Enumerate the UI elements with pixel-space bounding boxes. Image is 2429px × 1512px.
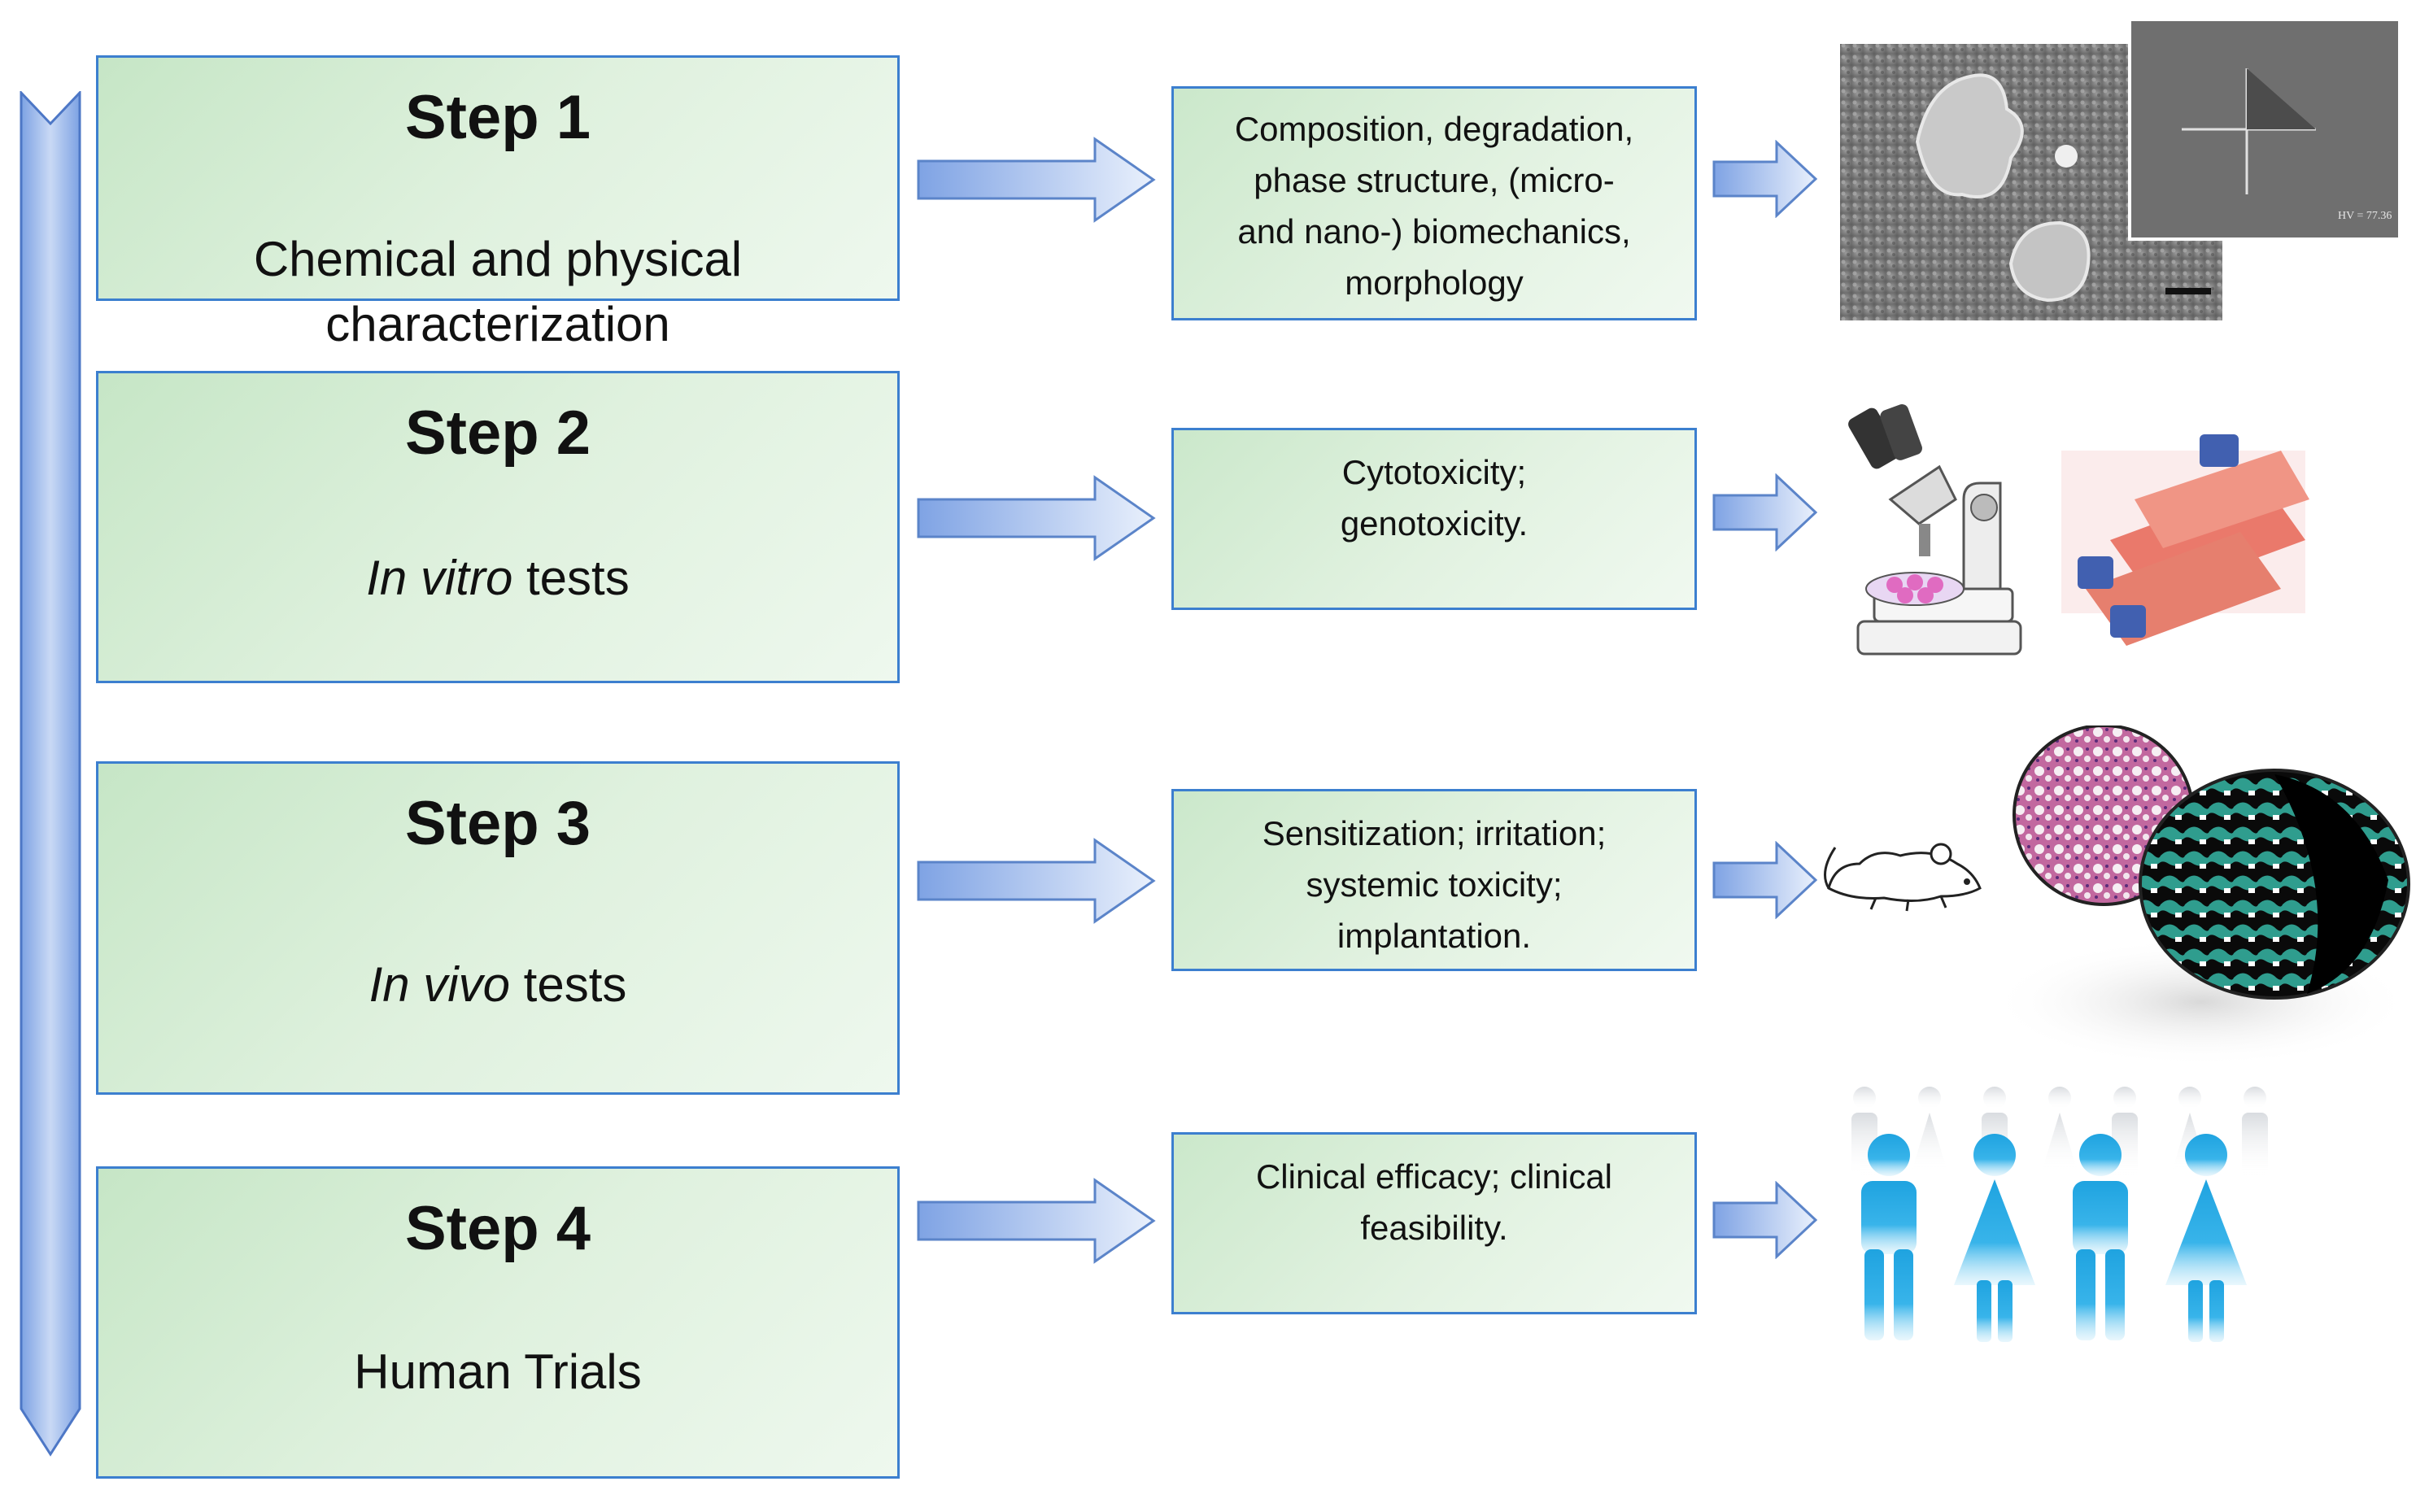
step-1-detail-text: Composition, degradation, phase structur…	[1234, 110, 1634, 302]
step-4-detail-text: Clinical efficacy; clinical feasibility.	[1255, 1157, 1613, 1247]
sem-micrograph-image: HV = 77.36	[1840, 20, 2400, 320]
step-2-box: Step 2 In vitro tests	[96, 371, 900, 683]
arrow-detail4-to-image	[1712, 1181, 1818, 1259]
step-2-detail-box: Cytotoxicity; genotoxicity.	[1171, 428, 1697, 610]
step-4-title: Step 4	[404, 1194, 591, 1263]
step-2-subtitle-italic: In vitro	[366, 551, 513, 605]
hardness-label: HV = 77.36	[2338, 210, 2392, 222]
step-3-subtitle-text: tests	[510, 957, 627, 1012]
arrow-detail1-to-image	[1712, 140, 1818, 218]
step-3-title: Step 3	[404, 789, 591, 858]
step-3-subtitle: In vivo tests	[98, 952, 897, 1017]
step-1-title: Step 1	[404, 83, 591, 152]
step-4-subtitle: Human Trials	[98, 1340, 897, 1405]
step-3-subtitle-italic: In vivo	[368, 957, 511, 1012]
process-direction-arrow	[20, 91, 81, 1457]
human-figures-icon	[1851, 1087, 2268, 1342]
step-4-box: Step 4 Human Trials	[96, 1166, 900, 1479]
arrow-detail2-to-image	[1712, 473, 1818, 551]
step-4-detail-box: Clinical efficacy; clinical feasibility.	[1171, 1132, 1697, 1314]
step-2-detail-text: Cytotoxicity; genotoxicity.	[1340, 453, 1528, 542]
microscope-and-cell-culture-flasks-image	[1848, 404, 2309, 656]
step-1-subtitle-text: Chemical and physical characterization	[253, 232, 743, 351]
step-4-subtitle-text: Human Trials	[354, 1344, 642, 1399]
step-2-title: Step 2	[404, 399, 591, 468]
mouse-icon	[1824, 843, 1982, 912]
mouse-and-histology-sections-image	[1824, 725, 2413, 1067]
step-1-box: Step 1 Chemical and physical characteriz…	[96, 55, 900, 351]
step-3-detail-box: Sensitization; irritation; systemic toxi…	[1171, 789, 1697, 971]
step-2-subtitle-text: tests	[512, 551, 630, 605]
arrow-step1-to-detail	[917, 137, 1156, 223]
step-1-detail-box: Composition, degradation, phase structur…	[1171, 86, 1697, 320]
arrow-step3-to-detail	[917, 838, 1156, 924]
arrow-step4-to-detail	[917, 1178, 1156, 1264]
step-1-subtitle: Chemical and physical characterization	[98, 162, 897, 357]
step-2-subtitle: In vitro tests	[98, 546, 897, 611]
step-3-detail-text: Sensitization; irritation; systemic toxi…	[1262, 814, 1607, 955]
arrow-step2-to-detail	[917, 475, 1156, 561]
step-3-box: Step 3 In vivo tests	[96, 761, 900, 1095]
arrow-detail3-to-image	[1712, 841, 1818, 919]
